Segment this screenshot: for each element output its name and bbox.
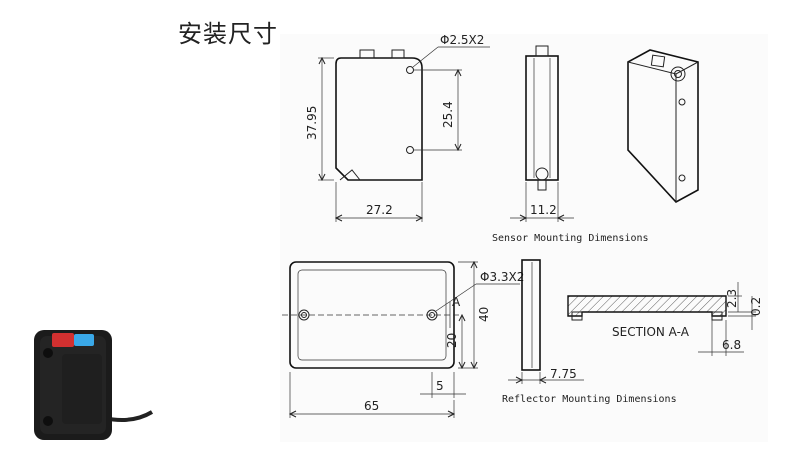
drawing-panel [280, 34, 768, 442]
reflector-hole-label: Φ3.3X2 [480, 270, 524, 284]
reflector-side-view [508, 259, 584, 384]
reflector-front-view [282, 260, 520, 418]
red-led-icon [52, 333, 74, 347]
sensor-isometric-view [627, 49, 699, 204]
reflector-section-view [567, 282, 756, 356]
blue-button-icon [74, 334, 94, 346]
sensor-caption: Sensor Mounting Dimensions [492, 233, 649, 244]
reflector-caption: Reflector Mounting Dimensions [502, 394, 677, 405]
reflector-thickness-label: 7.75 [550, 367, 577, 381]
reflector-edge-offset-label: 5 [436, 379, 444, 393]
reflector-width-label: 65 [364, 399, 379, 413]
reflector-groove-width-label: 6.8 [722, 338, 741, 352]
reflector-groove-depth-label: 2.3 [725, 289, 739, 308]
reflector-height-label: 40 [477, 307, 491, 322]
sensor-hole-spacing-label: 25.4 [441, 101, 455, 128]
sensor-front-view [318, 46, 490, 222]
sensor-width-label: 27.2 [366, 203, 393, 217]
sensor-hole-label: Φ2.5X2 [440, 33, 484, 47]
reflector-section-label: SECTION A-A [612, 325, 690, 339]
sensor-depth-label: 11.2 [530, 203, 557, 217]
page-title: 安装尺寸 [178, 20, 278, 48]
reflector-half-height-label: 20 [445, 333, 459, 348]
sensor-height-label: 37.95 [305, 106, 319, 140]
reflector-groove-gap-label: 0.2 [749, 297, 763, 316]
sensor-side-view [510, 45, 574, 222]
product-photo [34, 330, 154, 440]
reflector-section-marker: A [452, 295, 461, 309]
